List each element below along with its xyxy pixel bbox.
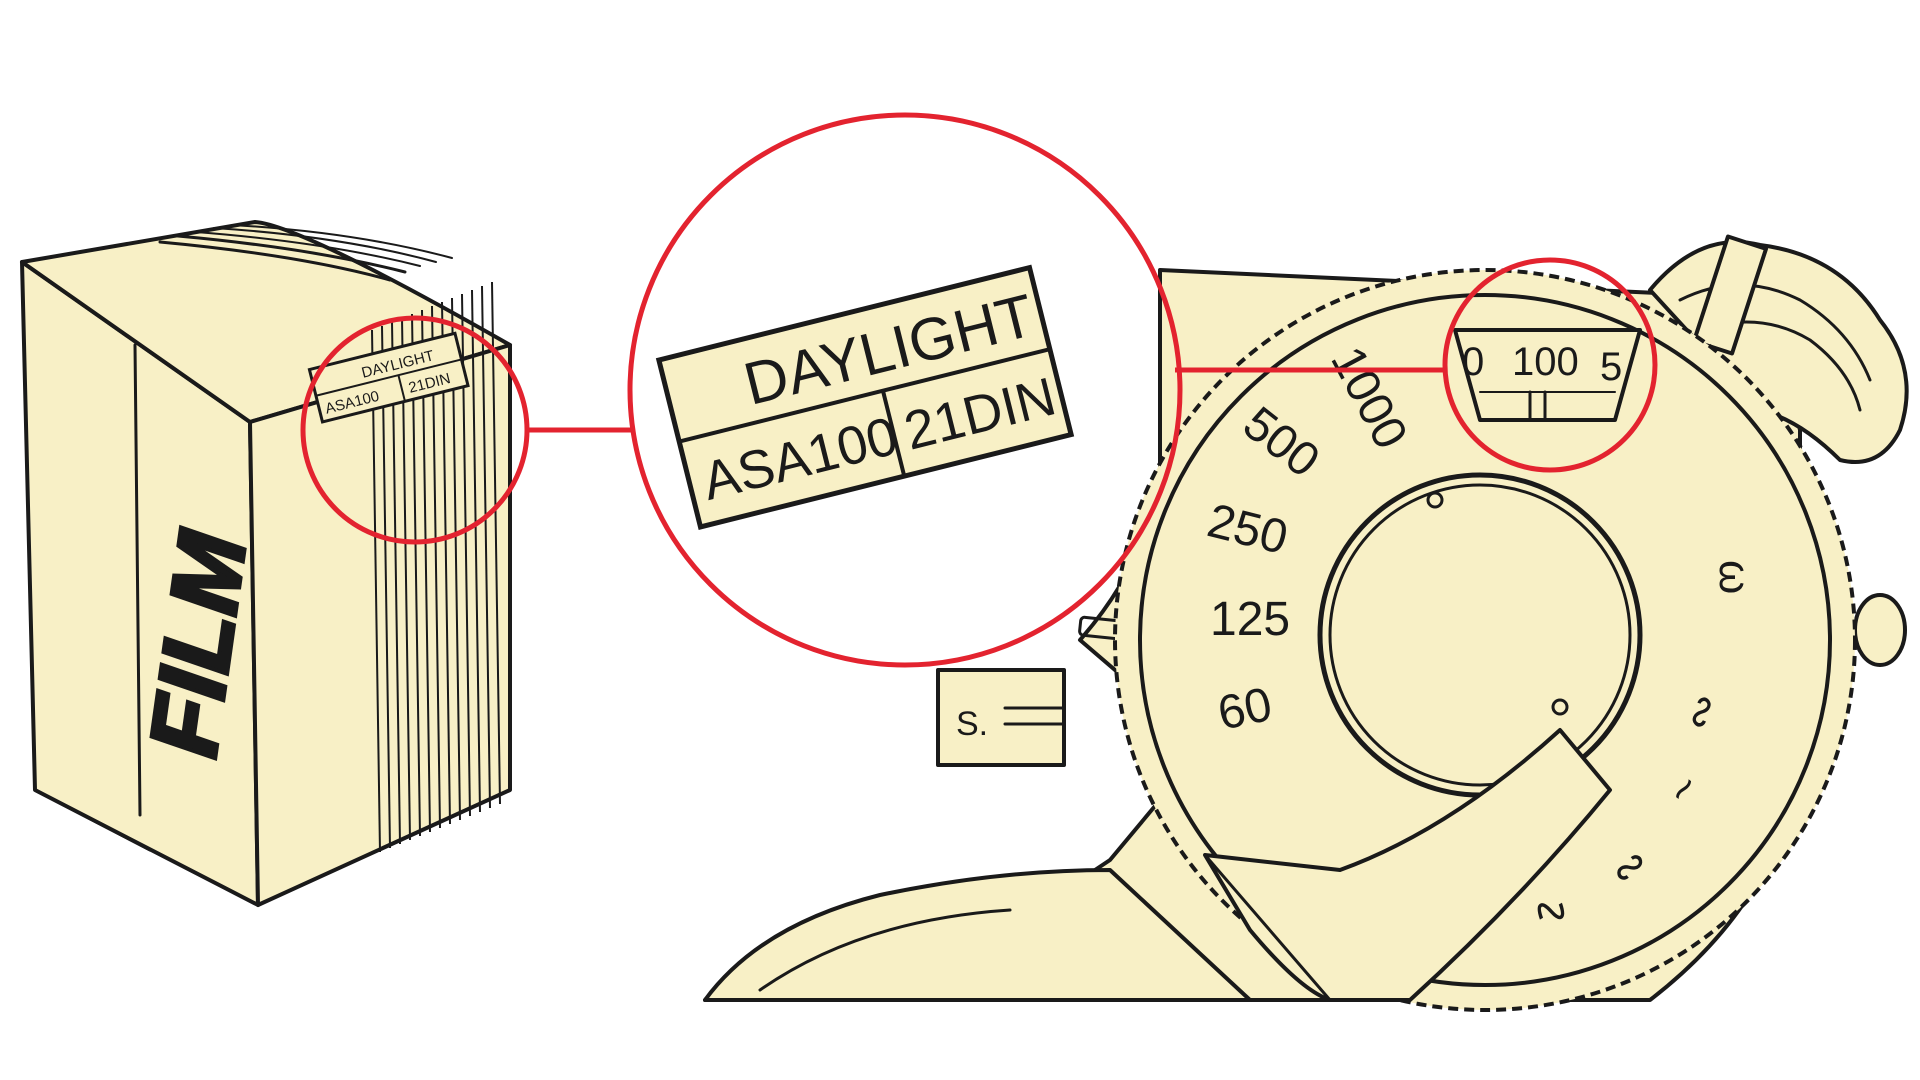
iso-window-right: 5 (1600, 345, 1622, 389)
iso-window-callout-circle (1442, 257, 1658, 473)
film-box: FILM DAYLIGHT ASA100 21DIN (20, 220, 530, 907)
side-mark-1: ω (1710, 560, 1759, 594)
film-door-tab (936, 668, 1066, 767)
shutter-speed-60: 60 (1213, 678, 1276, 741)
film-door-label: S. (956, 705, 988, 743)
magnified-label: DAYLIGHT ASA100 21DIN (655, 264, 1075, 530)
magnifier-circle (627, 112, 1183, 668)
iso-window-center: 100 (1512, 340, 1579, 384)
shutter-speed-dial: 1000 500 250 125 60 ω ∾ ~ ∾ ∿ (1113, 268, 1857, 1012)
shutter-speed-125: 125 (1210, 593, 1290, 646)
magnifier: DAYLIGHT ASA100 21DIN (627, 112, 1183, 668)
iso-window-left: 0 (1462, 340, 1484, 384)
iso-window: 0 100 5 (1453, 328, 1642, 422)
box-brand-text: FILM (130, 524, 267, 763)
